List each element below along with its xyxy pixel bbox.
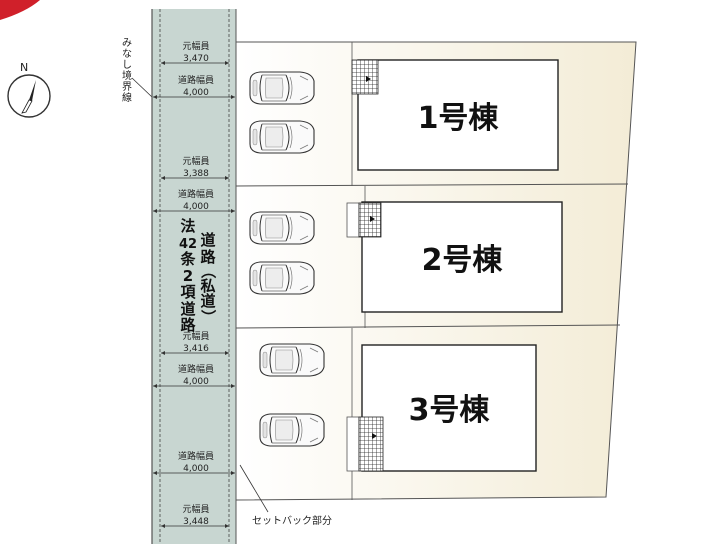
entrance-arrow-icon bbox=[372, 433, 377, 439]
dimension-value: 4,000 bbox=[183, 377, 209, 387]
road-title-char: 道 bbox=[180, 300, 195, 318]
dimension-label: 元幅員 bbox=[182, 40, 209, 52]
road-title-char: 法 bbox=[180, 217, 195, 235]
arrow-right-icon bbox=[225, 524, 229, 528]
dimension-value: 4,000 bbox=[183, 202, 209, 212]
car-icon bbox=[249, 261, 315, 295]
dimension-label: 元幅員 bbox=[182, 155, 209, 167]
road-title-char: 私 bbox=[199, 277, 215, 295]
minashi-leader-line bbox=[131, 77, 153, 98]
dimension-value: 4,000 bbox=[183, 464, 209, 474]
arrow-right-icon bbox=[225, 61, 229, 65]
road-title-char: ） bbox=[199, 309, 217, 324]
minashi-char: な bbox=[122, 48, 132, 60]
dimension-3: 元幅員 3,388 bbox=[161, 155, 229, 180]
minashi-char: 界 bbox=[122, 81, 132, 93]
road-title-char: 42 bbox=[179, 237, 197, 252]
minashi-char: 線 bbox=[122, 91, 132, 104]
car-icon bbox=[249, 211, 315, 245]
entrance-grid-1 bbox=[351, 59, 379, 95]
compass-needle-icon bbox=[29, 80, 36, 101]
dimension-5: 元幅員 3,416 bbox=[161, 330, 229, 355]
dimension-value: 4,000 bbox=[183, 88, 209, 98]
road-title-char: 路 bbox=[200, 248, 216, 266]
north-compass: N bbox=[7, 61, 51, 118]
arrow-right-icon bbox=[231, 471, 235, 475]
building-1-label: 1号棟 bbox=[418, 101, 500, 136]
arrow-left-icon bbox=[161, 176, 165, 180]
arrow-right-icon bbox=[225, 176, 229, 180]
car-icon bbox=[259, 343, 325, 377]
compass-label: N bbox=[20, 61, 28, 74]
dimension-label: 元幅員 bbox=[182, 330, 209, 342]
road-title-char: 道 bbox=[200, 231, 215, 249]
building-1 bbox=[357, 59, 559, 171]
building-3 bbox=[361, 344, 537, 472]
corner-accent bbox=[0, 0, 40, 20]
setback-leader-line bbox=[239, 464, 269, 513]
entrance-step-2 bbox=[346, 202, 360, 238]
dimension-value: 3,388 bbox=[183, 169, 209, 179]
dimension-label: 道路幅員 bbox=[178, 74, 214, 86]
arrow-right-icon bbox=[231, 209, 235, 213]
entrance-arrow-icon bbox=[370, 216, 375, 222]
dimension-6: 道路幅員 4,000 bbox=[153, 363, 235, 388]
road-title-char: 2 bbox=[183, 267, 193, 285]
entrance-step-3 bbox=[346, 416, 360, 472]
entrance-grid-3 bbox=[358, 416, 384, 472]
entrance-arrow-icon bbox=[366, 76, 371, 82]
arrow-left-icon bbox=[161, 351, 165, 355]
arrow-right-icon bbox=[231, 95, 235, 99]
arrow-right-icon bbox=[225, 351, 229, 355]
dimension-annotations: 元幅員 3,470 道路幅員 4,000 元幅員 3,388 道路幅員 4,000 元幅員 3,4… bbox=[153, 40, 235, 528]
arrow-left-icon bbox=[153, 209, 157, 213]
dimension-7: 道路幅員 4,000 bbox=[153, 450, 235, 475]
lot-divider-2 bbox=[235, 324, 621, 329]
compass-ring bbox=[7, 74, 51, 118]
dimension-label: 道路幅員 bbox=[178, 363, 214, 375]
minashi-char: み bbox=[122, 38, 132, 49]
arrow-left-icon bbox=[153, 95, 157, 99]
car-icon bbox=[259, 413, 325, 447]
dimension-2: 道路幅員 4,000 bbox=[153, 74, 235, 99]
car-icon bbox=[249, 71, 315, 105]
dimension-label: 道路幅員 bbox=[178, 188, 214, 200]
arrow-left-icon bbox=[161, 61, 165, 65]
dimension-8: 元幅員 3,448 bbox=[161, 503, 229, 528]
building-2 bbox=[361, 201, 563, 313]
road-title-char: 道 bbox=[200, 292, 215, 310]
road-title-char: 条 bbox=[179, 250, 196, 268]
car-icon bbox=[249, 120, 315, 154]
dimension-4: 道路幅員 4,000 bbox=[153, 188, 235, 213]
arrow-left-icon bbox=[161, 524, 165, 528]
arrow-right-icon bbox=[231, 384, 235, 388]
dimension-value: 3,470 bbox=[183, 54, 209, 64]
building-2-label: 2号棟 bbox=[422, 243, 504, 278]
minashi-char: 境 bbox=[122, 69, 132, 82]
arrow-left-icon bbox=[153, 471, 157, 475]
minashi-char: し bbox=[122, 59, 132, 71]
road-title-char: 項 bbox=[180, 283, 196, 301]
road-title-char: 路 bbox=[180, 316, 196, 334]
building-3-label: 3号棟 bbox=[409, 393, 491, 428]
dimension-1: 元幅員 3,470 bbox=[161, 40, 229, 65]
dimension-label: 道路幅員 bbox=[178, 450, 214, 462]
setback-label: セットバック部分 bbox=[252, 514, 332, 527]
road-title-char: （ bbox=[199, 263, 217, 278]
dimension-label: 元幅員 bbox=[182, 503, 209, 515]
dimension-value: 3,448 bbox=[183, 517, 209, 527]
dimension-value: 3,416 bbox=[183, 344, 209, 354]
lot-divider-1 bbox=[235, 183, 629, 187]
arrow-left-icon bbox=[153, 384, 157, 388]
